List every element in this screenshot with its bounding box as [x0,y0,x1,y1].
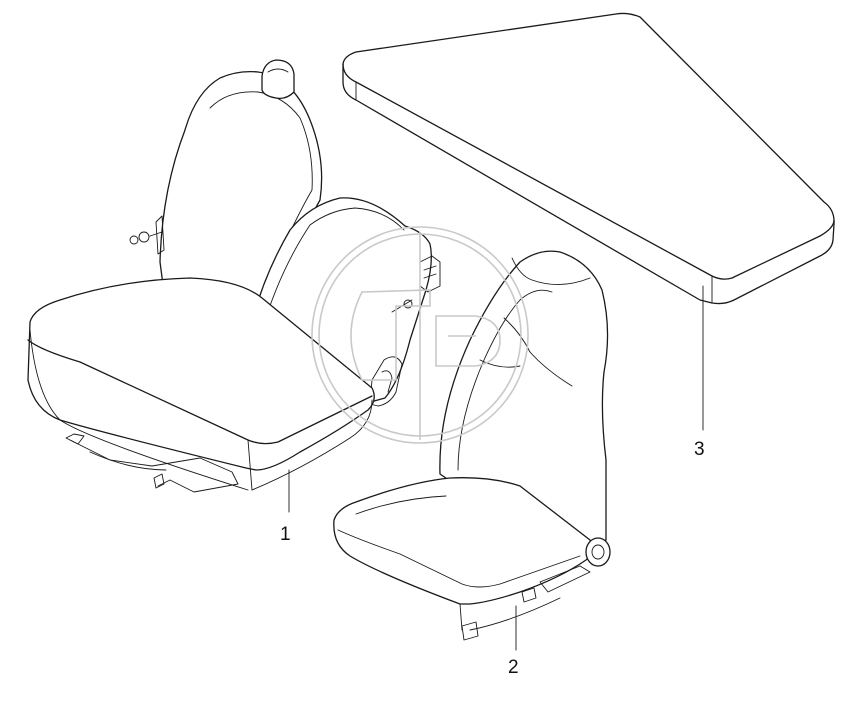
seat-rail-icon [461,621,479,641]
circle-logo-watermark [311,226,529,444]
recline-knob-icon [521,537,611,603]
bucket-seat [333,250,611,651]
bench-seat [27,59,441,513]
callout-label-3: 3 [694,439,705,460]
callout-label-2: 2 [508,657,519,678]
base-frame-icon [65,433,239,493]
seat-cushion-pad [342,12,835,305]
callout-label-1: 1 [280,524,291,545]
bolt-icon [129,215,165,255]
